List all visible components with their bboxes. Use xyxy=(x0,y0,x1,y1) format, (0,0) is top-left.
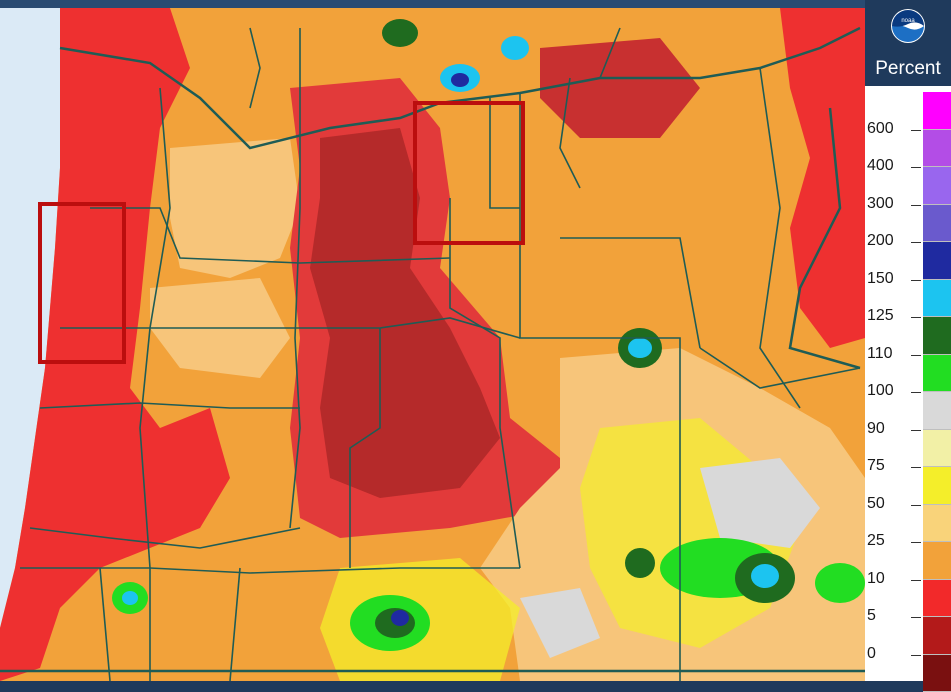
legend-tick-mark xyxy=(911,430,921,431)
legend-swatch xyxy=(923,505,951,543)
blue-patch-5 xyxy=(501,36,529,60)
legend-tick-label: 0 xyxy=(867,645,911,663)
legend-tick-label: 10 xyxy=(867,570,911,588)
legend-tick-label: 600 xyxy=(867,120,911,138)
blue-patch-2 xyxy=(628,338,652,358)
dark-blue-patch-2 xyxy=(451,73,469,87)
dark-green-patch-4 xyxy=(382,19,418,47)
legend-tick-mark xyxy=(911,580,921,581)
legend-tick-mark xyxy=(911,467,921,468)
legend-swatch xyxy=(923,242,951,280)
legend-tick-mark xyxy=(911,355,921,356)
legend-swatch xyxy=(923,92,951,130)
legend-title: Percent xyxy=(865,58,951,80)
legend-swatch xyxy=(923,580,951,618)
legend-tick-mark xyxy=(911,392,921,393)
precipitation-map xyxy=(0,8,865,681)
svg-text:noaa: noaa xyxy=(901,18,915,24)
legend-swatch xyxy=(923,430,951,468)
legend-tick-label: 150 xyxy=(867,270,911,288)
legend-swatch xyxy=(923,467,951,505)
legend-tick-label: 200 xyxy=(867,232,911,250)
noaa-logo-icon: noaa xyxy=(890,8,926,44)
legend-tick-mark xyxy=(911,505,921,506)
green-patch-4 xyxy=(815,563,865,603)
blue-patch-1 xyxy=(751,564,779,588)
legend-tick-label: 50 xyxy=(867,495,911,513)
legend-tick-mark xyxy=(911,617,921,618)
legend-swatch xyxy=(923,167,951,205)
legend-swatch xyxy=(923,280,951,318)
legend-tick-label: 110 xyxy=(867,345,911,363)
legend-tick-mark xyxy=(911,542,921,543)
dark-blue-patch-1 xyxy=(391,610,409,626)
legend-tick-label: 25 xyxy=(867,532,911,550)
legend-tick-mark xyxy=(911,655,921,656)
legend-tick-mark xyxy=(911,242,921,243)
blue-patch-3 xyxy=(122,591,138,605)
legend-tick-label: 90 xyxy=(867,420,911,438)
legend-tick-mark xyxy=(911,280,921,281)
legend-swatch xyxy=(923,130,951,168)
legend-tick-mark xyxy=(911,205,921,206)
legend-tick-mark xyxy=(911,130,921,131)
legend-tick-label: 125 xyxy=(867,307,911,325)
legend-tick-label: 300 xyxy=(867,195,911,213)
legend-swatch xyxy=(923,392,951,430)
legend-swatch xyxy=(923,542,951,580)
map-svg xyxy=(0,8,865,681)
legend-swatch xyxy=(923,355,951,393)
legend-tick-mark xyxy=(911,317,921,318)
legend-swatches xyxy=(923,92,951,692)
legend-tick-label: 400 xyxy=(867,157,911,175)
top-bar xyxy=(0,0,951,8)
legend-swatch xyxy=(923,205,951,243)
legend-swatch xyxy=(923,655,951,692)
legend-tick-label: 75 xyxy=(867,457,911,475)
legend-tick-label: 100 xyxy=(867,382,911,400)
dark-green-patch-5 xyxy=(625,548,655,578)
legend-tick-mark xyxy=(911,167,921,168)
legend-tick-label: 5 xyxy=(867,607,911,625)
legend-swatch xyxy=(923,317,951,355)
legend-swatch xyxy=(923,617,951,655)
